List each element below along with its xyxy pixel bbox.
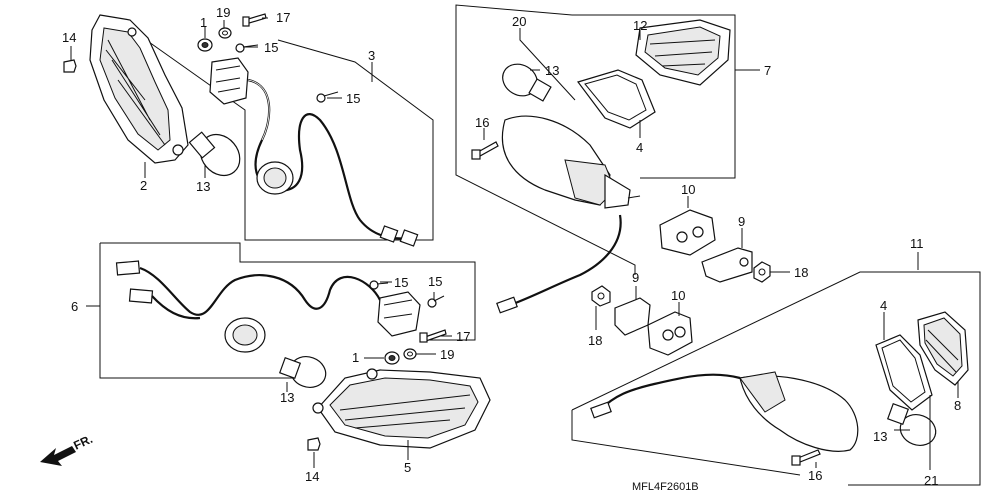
callout-13-rear: 13 — [545, 63, 559, 78]
callout-6: 6 — [71, 299, 78, 314]
diagram-code: MFL4F2601B — [632, 481, 699, 493]
callout-4-right: 4 — [880, 298, 887, 313]
rear-right-gasket-4 — [875, 334, 933, 411]
bulb-13-bottom — [278, 356, 327, 388]
screw-16-rear — [471, 141, 499, 160]
callout-20: 20 — [512, 14, 526, 29]
callout-3: 3 — [368, 48, 375, 63]
callout-1-mid: 1 — [352, 350, 359, 365]
callout-18-lower: 18 — [588, 333, 602, 348]
callout-14-bottom: 14 — [305, 469, 319, 484]
callout-17-mid: 17 — [456, 329, 470, 344]
grommet-1-mid — [384, 351, 400, 365]
callout-4-rear: 4 — [636, 140, 643, 155]
callout-16-right: 16 — [808, 468, 822, 483]
rear-right-housing — [590, 371, 859, 452]
group-outline-rear-right — [571, 271, 981, 486]
screw-14-bottom — [307, 437, 321, 451]
callout-15-mid-a: 15 — [394, 275, 408, 290]
callout-13-right: 13 — [873, 429, 887, 444]
bracket-rubber-10-upper — [659, 209, 716, 256]
callout-15-top-a: 15 — [264, 40, 278, 55]
front-harness-6 — [115, 260, 445, 353]
callout-19-top: 19 — [216, 5, 230, 20]
collar-9-upper — [701, 247, 753, 283]
callout-11: 11 — [910, 236, 924, 251]
callout-9-lower: 9 — [632, 270, 639, 285]
bulb-13-left — [188, 131, 241, 177]
callout-13-bottom: 13 — [280, 390, 294, 405]
rear-bulb-13 — [502, 63, 552, 102]
bracket-rubber-10-lower — [647, 311, 693, 356]
front-turn-signal-right-lens-5 — [312, 368, 491, 449]
washer-19-mid — [403, 348, 417, 360]
callout-7: 7 — [764, 63, 771, 78]
rear-lens-12 — [635, 19, 731, 86]
callout-9-upper: 9 — [738, 214, 745, 229]
nut-18-lower — [591, 285, 611, 307]
front-harness-socket-3 — [209, 43, 419, 247]
collar-9-lower — [614, 297, 651, 336]
callout-8: 8 — [954, 398, 961, 413]
rear-turn-signal-housing — [496, 115, 641, 314]
rubber-grommet-1-top — [197, 38, 213, 52]
washer-19-top — [218, 27, 232, 39]
front-direction-arrow-icon: FR. — [40, 432, 95, 466]
group-outline-front-right-lower — [99, 242, 476, 379]
screw-14-top — [63, 59, 77, 73]
callout-14-top: 14 — [62, 30, 76, 45]
nut-18-right — [753, 261, 771, 283]
callout-15-top-b: 15 — [346, 91, 360, 106]
front-label: FR. — [71, 432, 94, 453]
callout-10-upper: 10 — [681, 182, 695, 197]
callout-12: 12 — [633, 18, 647, 33]
screw-17-top — [242, 13, 267, 27]
callout-2: 2 — [140, 178, 147, 193]
callout-5: 5 — [404, 460, 411, 475]
leader-lines — [70, 17, 959, 470]
callout-18-right: 18 — [794, 265, 808, 280]
rear-gasket-4 — [577, 69, 656, 129]
rear-right-bulb-13 — [886, 402, 937, 446]
callout-labels: 1 19 17 14 15 3 15 2 13 20 12 13 7 16 4 … — [62, 5, 961, 488]
callout-1-top: 1 — [200, 15, 207, 30]
callout-17-top: 17 — [276, 10, 290, 25]
callout-21: 21 — [924, 473, 938, 488]
callout-15-mid-b: 15 — [428, 274, 442, 289]
callout-13-left: 13 — [196, 179, 210, 194]
callout-16-rear: 16 — [475, 115, 489, 130]
callout-19-mid: 19 — [440, 347, 454, 362]
screw-17-mid — [419, 329, 447, 343]
rear-right-lens-8 — [917, 311, 969, 386]
front-turn-signal-left-lens — [89, 14, 189, 164]
group-outline-front-left — [131, 29, 434, 241]
callout-10-lower: 10 — [671, 288, 685, 303]
group-outline-rear — [455, 4, 736, 275]
screw-16-right — [791, 449, 821, 466]
